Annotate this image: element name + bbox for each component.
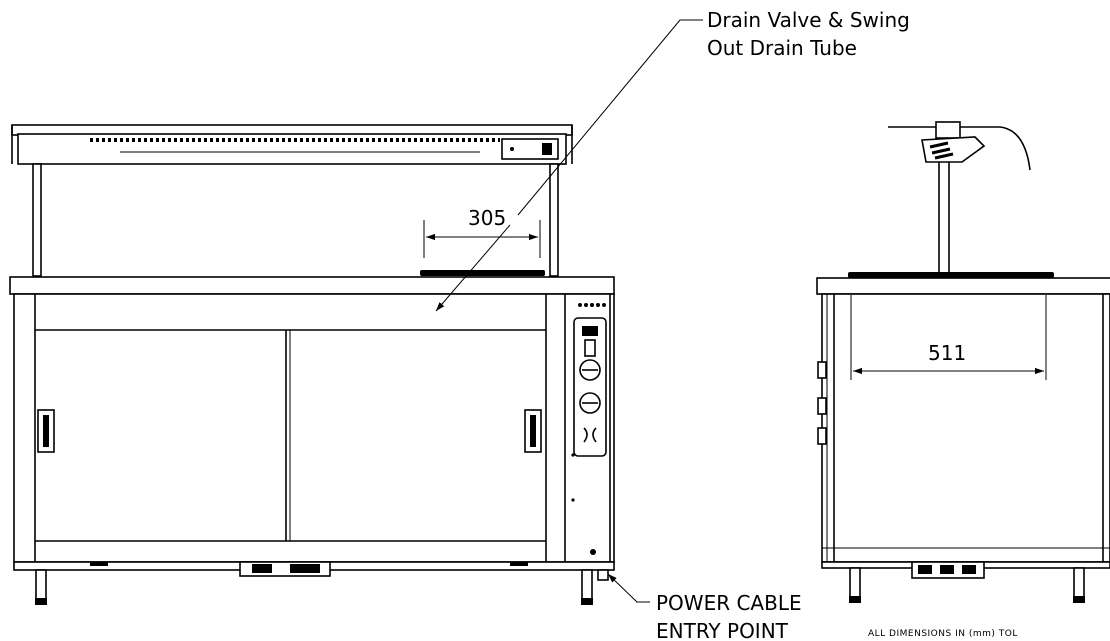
drain-callout-line1: Drain Valve & Swing	[707, 8, 910, 32]
power-callout-line2: ENTRY POINT	[656, 619, 789, 641]
side-gantry-post	[938, 159, 950, 279]
front-cabinet	[13, 293, 615, 563]
front-well-cover	[420, 270, 545, 276]
side-view: 511	[816, 121, 1110, 603]
dimensions-note: ALL DIMENSIONS IN (mm) TOL	[868, 629, 1018, 639]
gantry-posts	[32, 163, 559, 277]
side-base	[821, 561, 1110, 603]
power-callout-line1: POWER CABLE	[656, 591, 802, 615]
side-width-dimension: 511	[850, 295, 1047, 380]
front-view: 305	[9, 19, 703, 605]
main-switch-icon	[582, 326, 598, 336]
control-panel	[573, 317, 607, 457]
side-canopy-head	[921, 136, 986, 163]
front-width-label: 305	[468, 206, 506, 230]
side-width-label: 511	[928, 341, 966, 365]
drain-callout-leader	[435, 19, 703, 312]
side-well-cover	[848, 272, 1054, 278]
power-entry-grommet	[590, 549, 596, 555]
power-callout-leader	[607, 573, 650, 603]
front-width-dimension: 305	[423, 206, 541, 258]
power-cord	[888, 126, 1031, 171]
front-counter-top	[9, 276, 615, 295]
front-base	[13, 561, 615, 605]
canopy-switch-icon	[542, 143, 552, 155]
side-counter-top	[816, 277, 1110, 295]
gantry-canopy	[11, 124, 573, 165]
drain-callout-line2: Out Drain Tube	[707, 36, 857, 60]
side-cabinet	[817, 293, 1110, 563]
